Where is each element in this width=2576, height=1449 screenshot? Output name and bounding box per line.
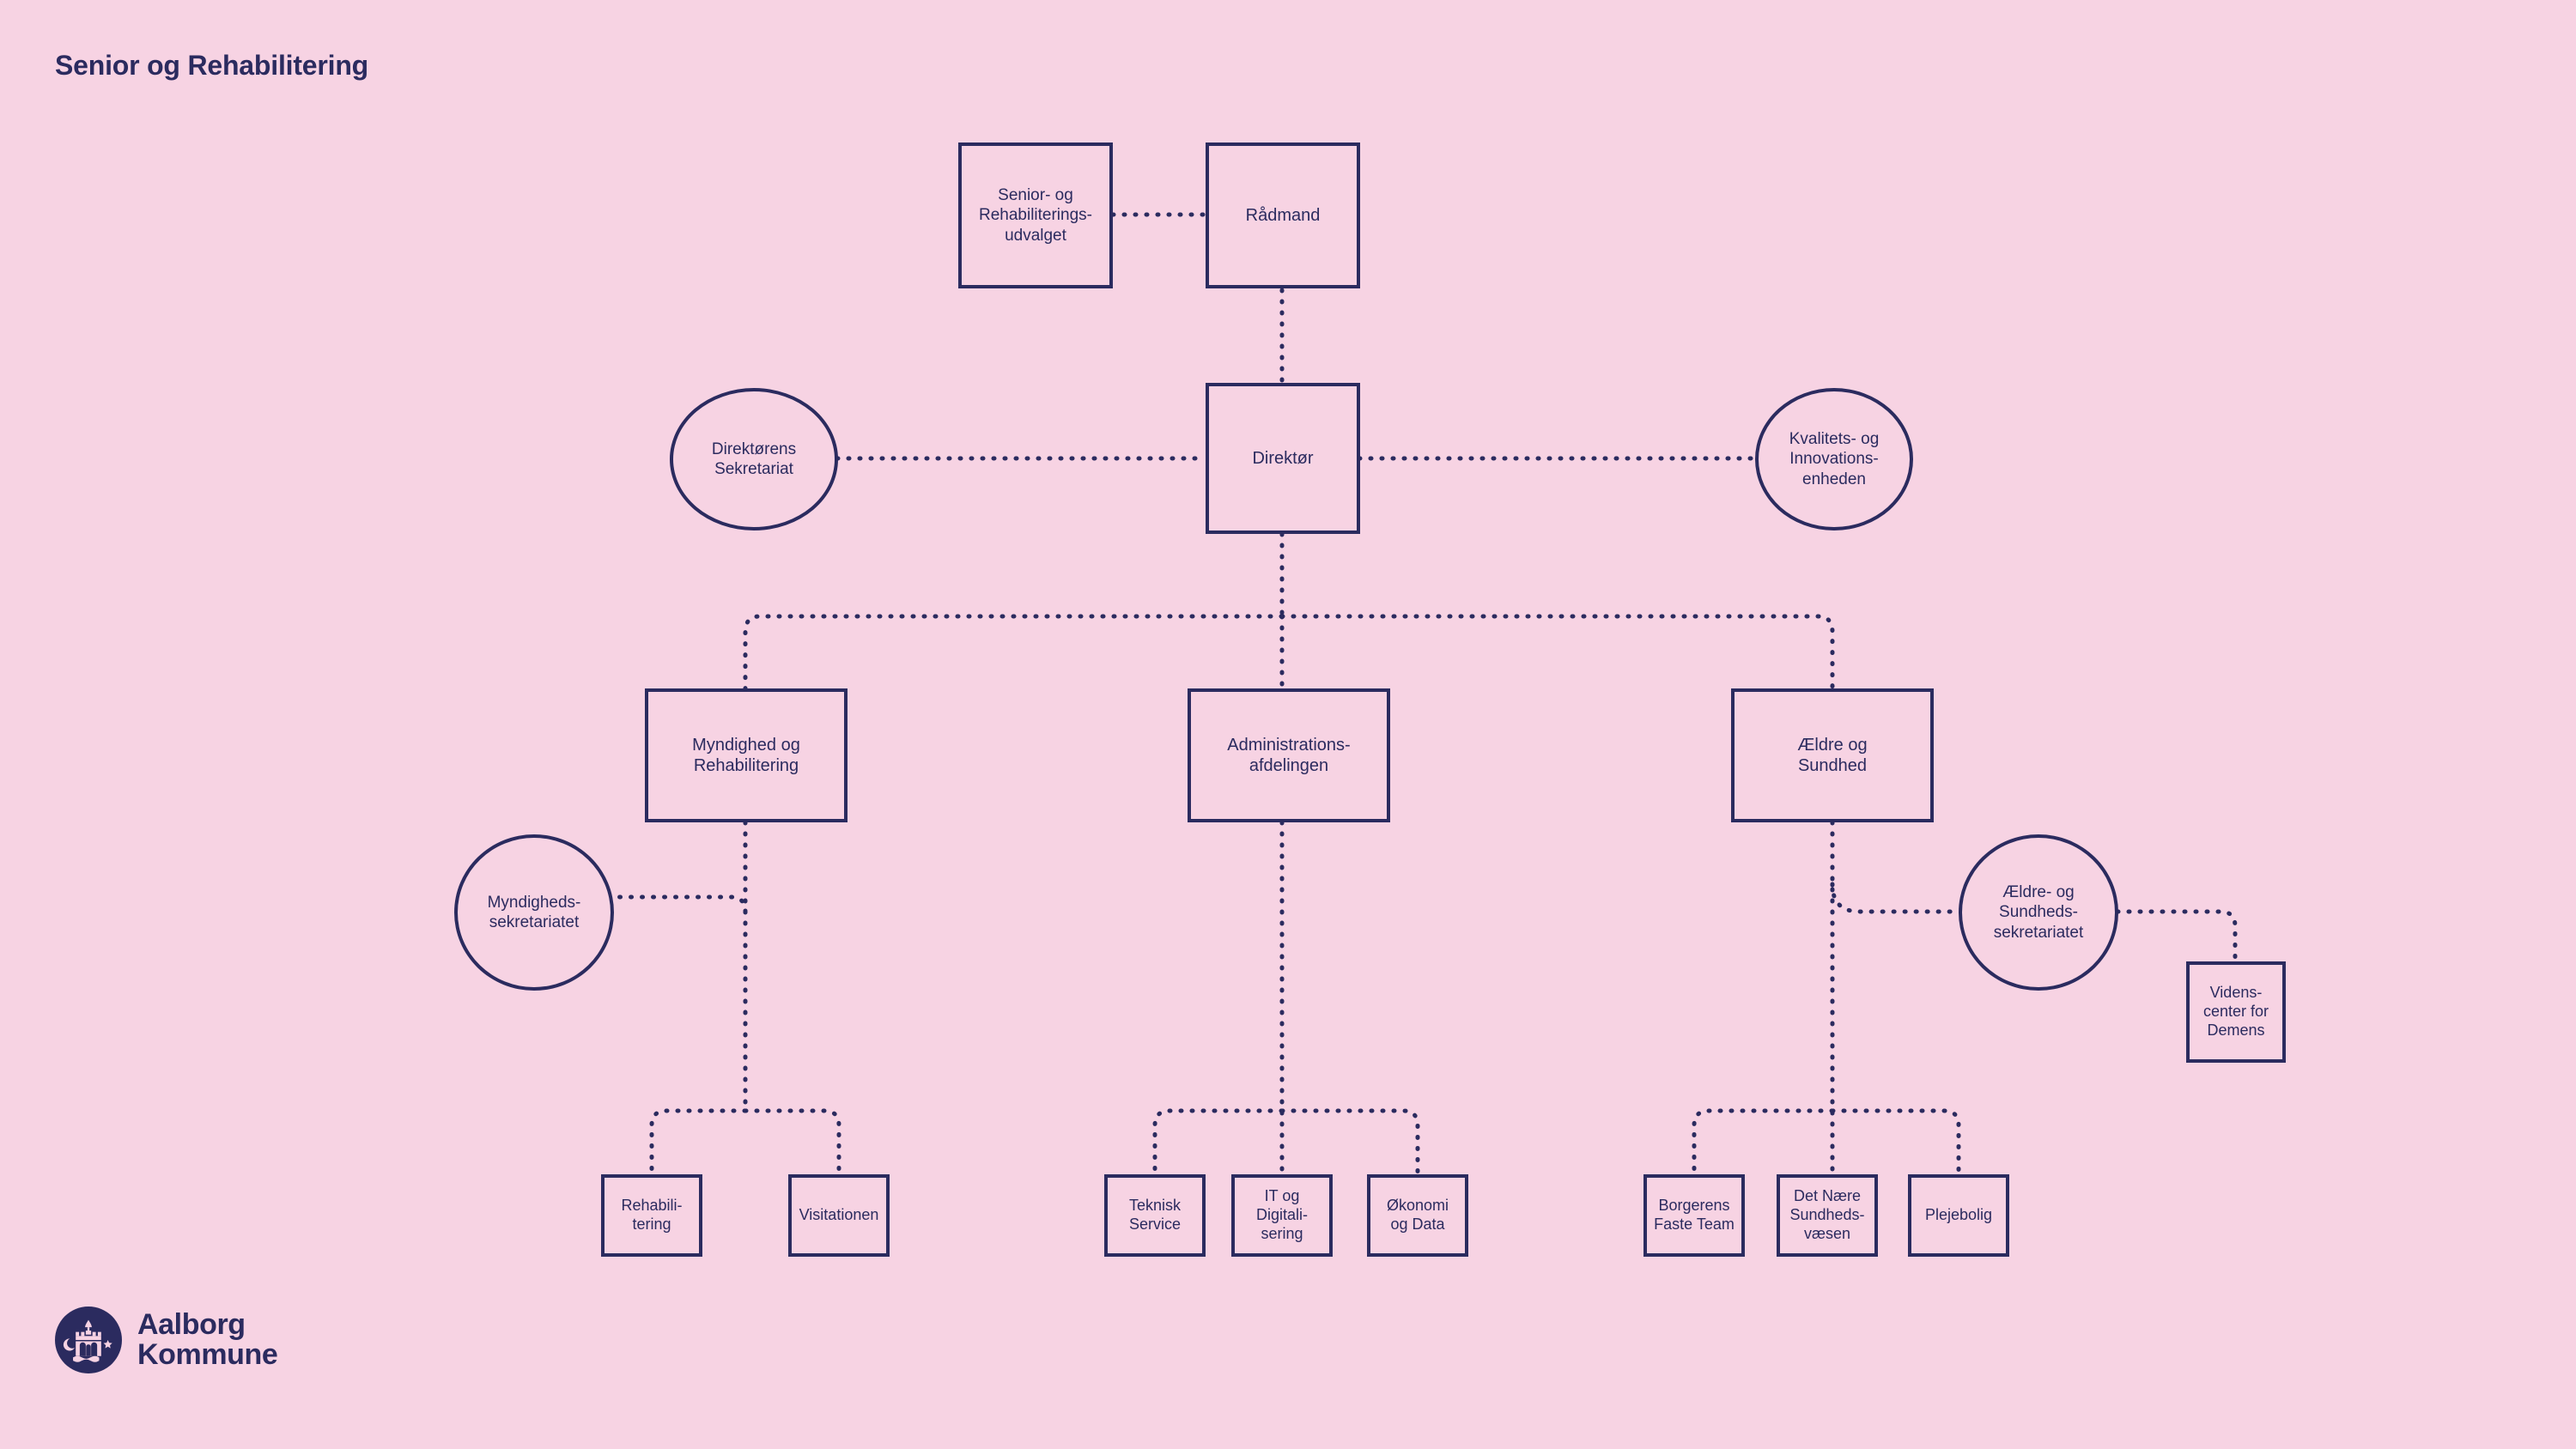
node-myndighed-og-rehabilitering[interactable]: Myndighed og Rehabilitering xyxy=(645,688,848,822)
node-kvalitets-og-innovationsenheden[interactable]: Kvalitets- og Innovations- enheden xyxy=(1755,388,1913,530)
node-label: Teknisk Service xyxy=(1128,1197,1182,1233)
edge-myndighed-myndsekr xyxy=(611,894,748,914)
node-rehabilitering[interactable]: Rehabili- tering xyxy=(601,1174,702,1257)
node-it-og-digitalisering[interactable]: IT og Digitali- sering xyxy=(1231,1174,1333,1257)
edge-direktor-myndighed xyxy=(743,614,1285,691)
node-label: Kvalitets- og Innovations- enheden xyxy=(1789,430,1880,488)
edge-myndighed-visitationen xyxy=(743,1108,841,1177)
node-aeldre-og-sundhedssekretariatet[interactable]: Ældre- og Sundheds- sekretariatet xyxy=(1959,834,2118,991)
aalborg-kommune-logo: Aalborg Kommune xyxy=(55,1307,278,1373)
node-myndighedssekretariatet[interactable]: Myndigheds- sekretariatet xyxy=(454,834,614,991)
logo-text: Aalborg Kommune xyxy=(137,1307,278,1371)
node-borgerens-faste-team[interactable]: Borgerens Faste Team xyxy=(1643,1174,1745,1257)
node-label: Plejebolig xyxy=(1924,1206,1993,1224)
node-visitationen[interactable]: Visitationen xyxy=(788,1174,890,1257)
node-label: Ældre og Sundhed xyxy=(1797,735,1868,775)
node-det-naere-sundhedsvaesen[interactable]: Det Nære Sundheds- væsen xyxy=(1777,1174,1878,1257)
node-label: Administrations- afdelingen xyxy=(1227,735,1351,775)
node-teknisk-service[interactable]: Teknisk Service xyxy=(1104,1174,1206,1257)
node-label: Rehabili- tering xyxy=(621,1197,683,1233)
node-direktorens-sekretariat[interactable]: Direktørens Sekretariat xyxy=(670,388,838,530)
node-label: Myndighed og Rehabilitering xyxy=(692,735,800,775)
node-label: Borgerens Faste Team xyxy=(1654,1197,1735,1233)
node-label: Rådmand xyxy=(1245,205,1321,225)
node-label: Ældre- og Sundheds- sekretariatet xyxy=(1993,883,2084,942)
edge-aeldre-aeldresekr xyxy=(1830,882,1961,914)
node-label: Direktør xyxy=(1252,448,1314,468)
edge-aeldresekr-videnscenter xyxy=(2115,909,2238,964)
edge-myndighed-rehabilitering xyxy=(649,1108,748,1177)
node-raadmand[interactable]: Rådmand xyxy=(1206,142,1360,288)
node-label: Videns- center for Demens xyxy=(2202,984,2269,1039)
page-title: Senior og Rehabilitering xyxy=(55,50,369,81)
node-label: Direktørens Sekretariat xyxy=(711,440,797,478)
node-label: Senior- og Rehabiliterings- udvalget xyxy=(978,186,1092,245)
node-label: Visitationen xyxy=(799,1206,879,1224)
node-aeldre-og-sundhed[interactable]: Ældre og Sundhed xyxy=(1731,688,1934,822)
node-administrationsafdelingen[interactable]: Administrations- afdelingen xyxy=(1188,688,1390,822)
node-label: Økonomi og Data xyxy=(1386,1197,1449,1233)
edge-administration-teknisk xyxy=(1152,1108,1285,1177)
edge-aeldre-plejebolig xyxy=(1830,1108,1961,1177)
node-direktor[interactable]: Direktør xyxy=(1206,383,1360,534)
aalborg-crest-icon xyxy=(55,1307,122,1373)
node-plejebolig[interactable]: Plejebolig xyxy=(1908,1174,2009,1257)
node-senior-og-rehabiliteringsudvalget[interactable]: Senior- og Rehabiliterings- udvalget xyxy=(958,142,1113,288)
node-videnscenter-for-demens[interactable]: Videns- center for Demens xyxy=(2186,961,2286,1063)
node-label: IT og Digitali- sering xyxy=(1255,1187,1308,1242)
node-okonomi-og-data[interactable]: Økonomi og Data xyxy=(1367,1174,1468,1257)
node-label: Myndigheds- sekretariatet xyxy=(487,893,581,931)
edge-aeldre-borgerens xyxy=(1692,1108,1835,1177)
node-label: Det Nære Sundheds- væsen xyxy=(1789,1187,1865,1242)
edge-direktor-aeldre xyxy=(1279,614,1835,691)
edge-administration-okonomi xyxy=(1279,1108,1420,1177)
